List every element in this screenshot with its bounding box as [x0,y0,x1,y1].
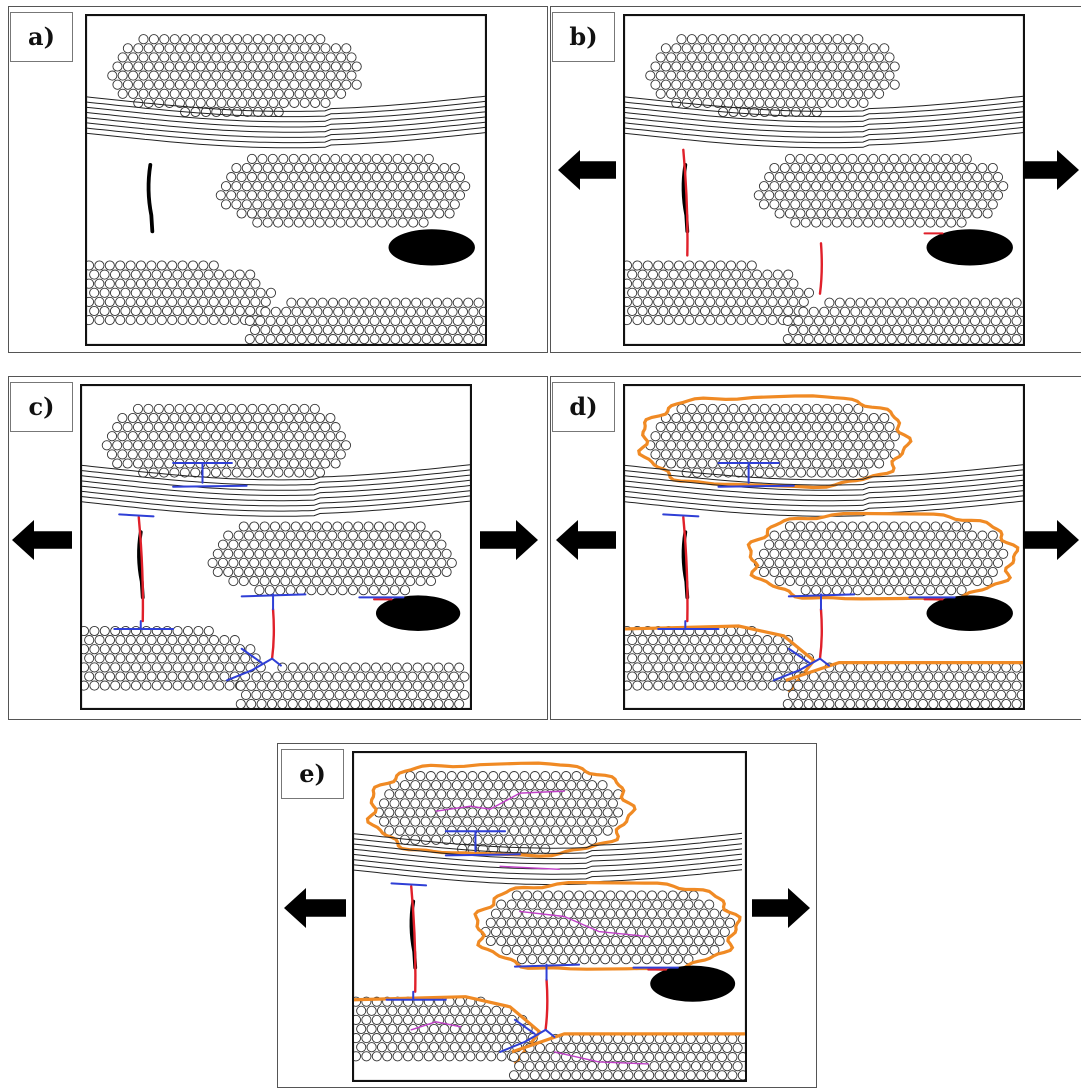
delamination-crack-bottom [499,1018,556,1053]
matrix-crack-center [818,608,823,660]
void-inclusion [388,229,475,266]
top-fiber-bundle [645,34,900,118]
panel-a-art [85,14,487,346]
delamination-crack-bottom [226,647,282,682]
bottom-right-fiber-block [782,661,1023,708]
left-arrow-icon [556,520,616,560]
left-arrow-icon [12,520,72,560]
left-arrow-icon [284,888,346,928]
void-inclusion [926,595,1013,631]
panel-b-art [623,14,1025,346]
right-arrow-icon [752,888,810,928]
initial-crack [146,163,155,234]
delamination-crack-mid [787,593,956,611]
delamination-crack-left [657,513,720,630]
void-inclusion [926,229,1013,266]
void-inclusion [650,965,736,1002]
delamination-crack-left [113,513,175,630]
right-arrow-icon [1023,150,1079,190]
panel-b-label: b) [552,12,615,62]
panel-e-art [352,751,747,1082]
middle-fiber-bundle [215,153,471,228]
wavy-lamellae [87,95,485,149]
panel-d-label: d) [552,382,615,432]
interface-debond-line [473,881,742,972]
interface-debond-line [625,624,817,694]
bottom-left-fiber-block [625,260,815,326]
wavy-lamellae [625,95,1023,149]
middle-fiber-bundle [753,153,1009,228]
panel-d-art [623,384,1025,710]
bottom-right-fiber-block [782,297,1023,344]
top-fiber-bundle [107,34,362,118]
right-arrow-icon [1023,520,1079,560]
panel-c-art [80,384,472,710]
bottom-right-fiber-block [244,297,485,344]
top-fiber-bundle [637,394,913,490]
delamination-crack-top [444,830,521,857]
wavy-lamellae [354,832,743,886]
matrix-crack-center [270,608,276,660]
fiber-crack-bottom [410,1021,649,1065]
middle-fiber-bundle [207,521,457,596]
top-fiber-bundle [101,403,352,478]
bottom-left-fiber-block [82,625,266,691]
delamination-crack-mid [240,593,405,611]
matrix-crack-left [137,516,145,623]
matrix-crack-left [682,516,689,623]
delamination-crack-mid [513,963,679,981]
delamination-crack-bottom [772,647,831,682]
panel-a-label: a) [10,12,73,62]
interface-debond-line [785,661,1023,682]
matrix-crack-left [682,148,689,257]
interface-debond-line [365,761,637,858]
bottom-right-fiber-block [235,662,470,708]
middle-fiber-bundle [746,511,1020,602]
interface-debond-line [746,511,1020,602]
wavy-lamellae [82,464,470,517]
void-inclusion [375,595,461,631]
fiber-crack-middle [519,910,649,938]
top-fiber-bundle [365,761,637,858]
bottom-left-fiber-block [625,624,817,694]
interface-debond-line [354,995,542,1065]
interface-debond-line [511,1032,745,1054]
fiber-crack-top [435,790,566,812]
matrix-crack-center [544,978,549,1032]
delamination-crack-top [717,462,795,488]
fiber-crack-lamellae [499,865,561,871]
wavy-lamellae [625,464,1023,517]
matrix-crack-center [818,242,823,295]
matrix-crack-left [410,885,417,993]
panel-e-label: e) [281,749,344,799]
panel-c-label: c) [10,382,73,432]
middle-fiber-bundle [473,881,742,972]
left-arrow-icon [558,150,616,190]
bottom-right-fiber-block [508,1032,745,1080]
delamination-crack-left [385,882,447,1001]
right-arrow-icon [480,520,538,560]
delamination-crack-top [172,462,248,488]
